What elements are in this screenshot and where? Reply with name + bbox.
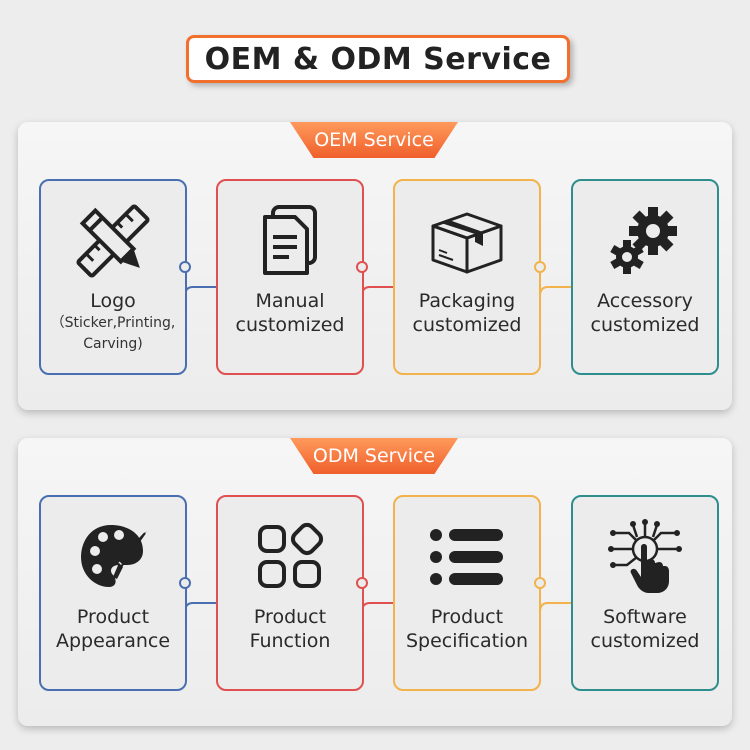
connector-line xyxy=(361,271,393,297)
oem-card-label: Manual customized xyxy=(235,290,345,336)
odm-card-label: Product Specification xyxy=(406,606,528,652)
list-icon xyxy=(395,519,539,595)
box-icon xyxy=(395,203,539,279)
odm-card-software[interactable]: Software customized xyxy=(571,495,719,691)
odm-panel: ODM Service Product Appearance xyxy=(18,438,732,726)
connector-node xyxy=(356,261,368,273)
odm-card-specification[interactable]: Product Specification xyxy=(393,495,541,691)
oem-card-logo[interactable]: Logo （Sticker,Printing, Carving) xyxy=(39,179,187,375)
oem-card-label: Accessory customized xyxy=(590,290,700,336)
connector-line xyxy=(184,271,217,297)
oem-card-manual[interactable]: Manual customized xyxy=(216,179,364,375)
oem-tab: OEM Service xyxy=(290,122,458,158)
odm-card-function[interactable]: Product Function xyxy=(216,495,364,691)
page-title: OEM & ODM Service xyxy=(186,35,570,83)
connector-line xyxy=(539,587,571,613)
odm-card-label: Software customized xyxy=(590,606,700,652)
document-icon xyxy=(218,203,362,279)
oem-card-label: Logo （Sticker,Printing, Carving) xyxy=(50,290,176,352)
odm-tab: ODM Service xyxy=(290,438,458,474)
oem-card-packaging[interactable]: Packaging customized xyxy=(393,179,541,375)
connector-line xyxy=(539,271,571,297)
gears-icon xyxy=(573,203,717,279)
grid-icon xyxy=(218,519,362,595)
connector-node xyxy=(534,261,546,273)
connector-line xyxy=(361,587,393,613)
oem-card-label: Packaging customized xyxy=(412,290,522,336)
oem-card-accessory[interactable]: Accessory customized xyxy=(571,179,719,375)
connector-node xyxy=(356,577,368,589)
odm-card-label: Product Appearance xyxy=(55,606,171,652)
connector-node xyxy=(534,577,546,589)
palette-icon xyxy=(41,519,185,595)
odm-card-appearance[interactable]: Product Appearance xyxy=(39,495,187,691)
oem-panel: OEM Service xyxy=(18,122,732,410)
connector-node xyxy=(179,577,191,589)
connector-node xyxy=(179,261,191,273)
odm-card-label: Product Function xyxy=(249,606,331,652)
connector-line xyxy=(184,587,217,613)
touch-circuit-icon xyxy=(573,519,717,595)
pencil-ruler-icon xyxy=(41,203,185,279)
